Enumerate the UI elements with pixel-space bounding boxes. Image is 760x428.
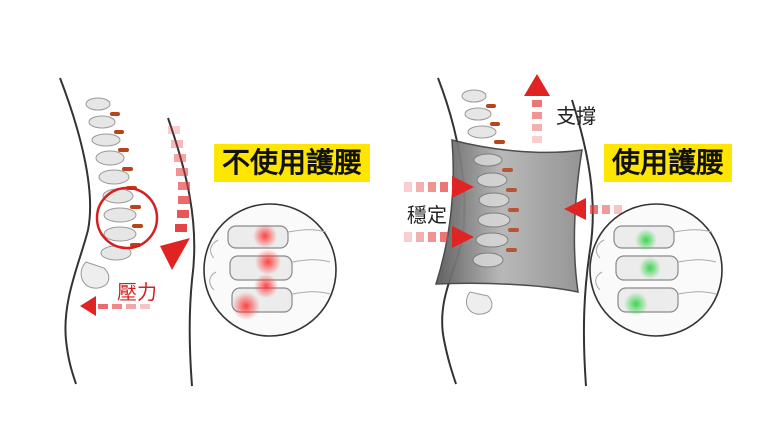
- left-zoom-circle: [203, 203, 337, 337]
- stable-arrow-right-side: [564, 198, 622, 220]
- right-pelvis: [466, 291, 493, 315]
- stable-arrow-bottom: [404, 226, 474, 248]
- left-body-outline: [59, 77, 196, 387]
- right-spine-braced: [472, 153, 519, 268]
- pressure-small-arrow: [80, 296, 150, 316]
- title-with-brace: 使用護腰: [604, 144, 733, 182]
- stable-arrow-top: [404, 176, 474, 198]
- right-spine: [461, 89, 505, 144]
- stable-label: 穩定: [407, 203, 447, 227]
- lumbar-brace: [434, 139, 583, 293]
- pressure-circle: [95, 186, 159, 250]
- pressure-label: 壓力: [117, 280, 157, 304]
- title-without-brace: 不使用護腰: [214, 144, 371, 182]
- right-zoom-circle: [589, 203, 723, 337]
- support-label: 支撐: [556, 104, 596, 128]
- support-arrow: [524, 74, 550, 143]
- pressure-arrow: [160, 126, 190, 270]
